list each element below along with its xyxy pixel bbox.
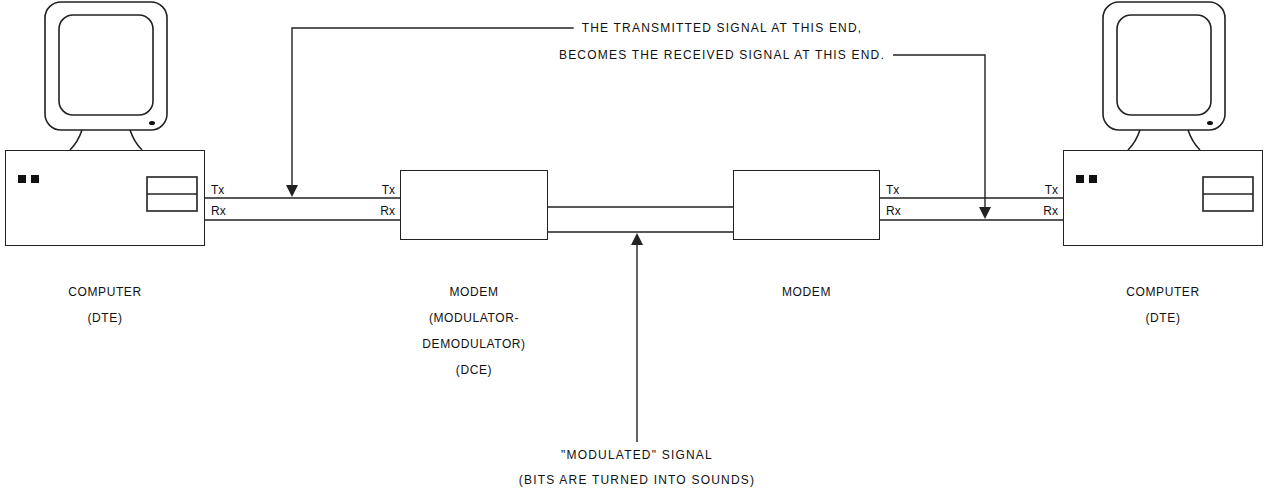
signal-name: Tx xyxy=(211,183,224,197)
signal-name: Tx xyxy=(1045,183,1058,197)
floppy-drive xyxy=(1203,177,1253,211)
drive-light xyxy=(1076,175,1084,183)
floppy-drive xyxy=(147,177,197,211)
drive-light xyxy=(18,175,26,183)
device-label: MODEM (MODULATOR- DEMODULATOR) (DCE) xyxy=(422,279,525,383)
modem-box: MODEM (MODULATOR- DEMODULATOR) (DCE) xyxy=(400,170,548,240)
signal-name: Rx xyxy=(886,204,901,218)
callout-note: BECOMES THE RECEIVED SIGNAL AT THIS END. xyxy=(557,48,887,62)
floppy-slot xyxy=(1203,193,1253,195)
monitor-stand xyxy=(1128,130,1200,150)
callout-note: (BITS ARE TURNED INTO SOUNDS) xyxy=(517,473,757,487)
power-led xyxy=(1207,121,1213,125)
monitor-outline xyxy=(1103,2,1225,130)
arrowhead xyxy=(979,207,991,219)
signal-name: Rx xyxy=(211,204,226,218)
drive-light xyxy=(1089,175,1097,183)
device-label: COMPUTER (DTE) xyxy=(68,279,141,331)
callout-note: "MODULATED" SIGNAL xyxy=(559,448,715,462)
leader-line xyxy=(893,55,985,208)
signal-name: Rx xyxy=(1043,204,1058,218)
signal-name: Rx xyxy=(380,204,395,218)
device-label: MODEM xyxy=(782,279,831,305)
arrowhead xyxy=(631,233,643,245)
callout-note: THE TRANSMITTED SIGNAL AT THIS END, xyxy=(580,21,865,35)
drive-light xyxy=(31,175,39,183)
leader-line xyxy=(292,28,574,186)
cable xyxy=(548,207,733,232)
signal-name: Tx xyxy=(886,183,899,197)
computer-box: COMPUTER (DTE) xyxy=(1063,150,1263,246)
monitor-screen xyxy=(1117,15,1211,115)
monitor-stand xyxy=(70,130,142,150)
cable xyxy=(205,198,400,220)
leader-line xyxy=(636,244,637,442)
arrowhead xyxy=(286,185,298,197)
monitor-outline xyxy=(45,2,167,130)
monitor-screen xyxy=(59,15,153,115)
device-label: COMPUTER (DTE) xyxy=(1126,279,1199,331)
floppy-slot xyxy=(147,193,197,195)
cable xyxy=(880,198,1063,220)
signal-name: Tx xyxy=(382,183,395,197)
modem-box: MODEM xyxy=(733,170,880,240)
computer-box: COMPUTER (DTE) xyxy=(5,150,205,246)
power-led xyxy=(149,121,155,125)
